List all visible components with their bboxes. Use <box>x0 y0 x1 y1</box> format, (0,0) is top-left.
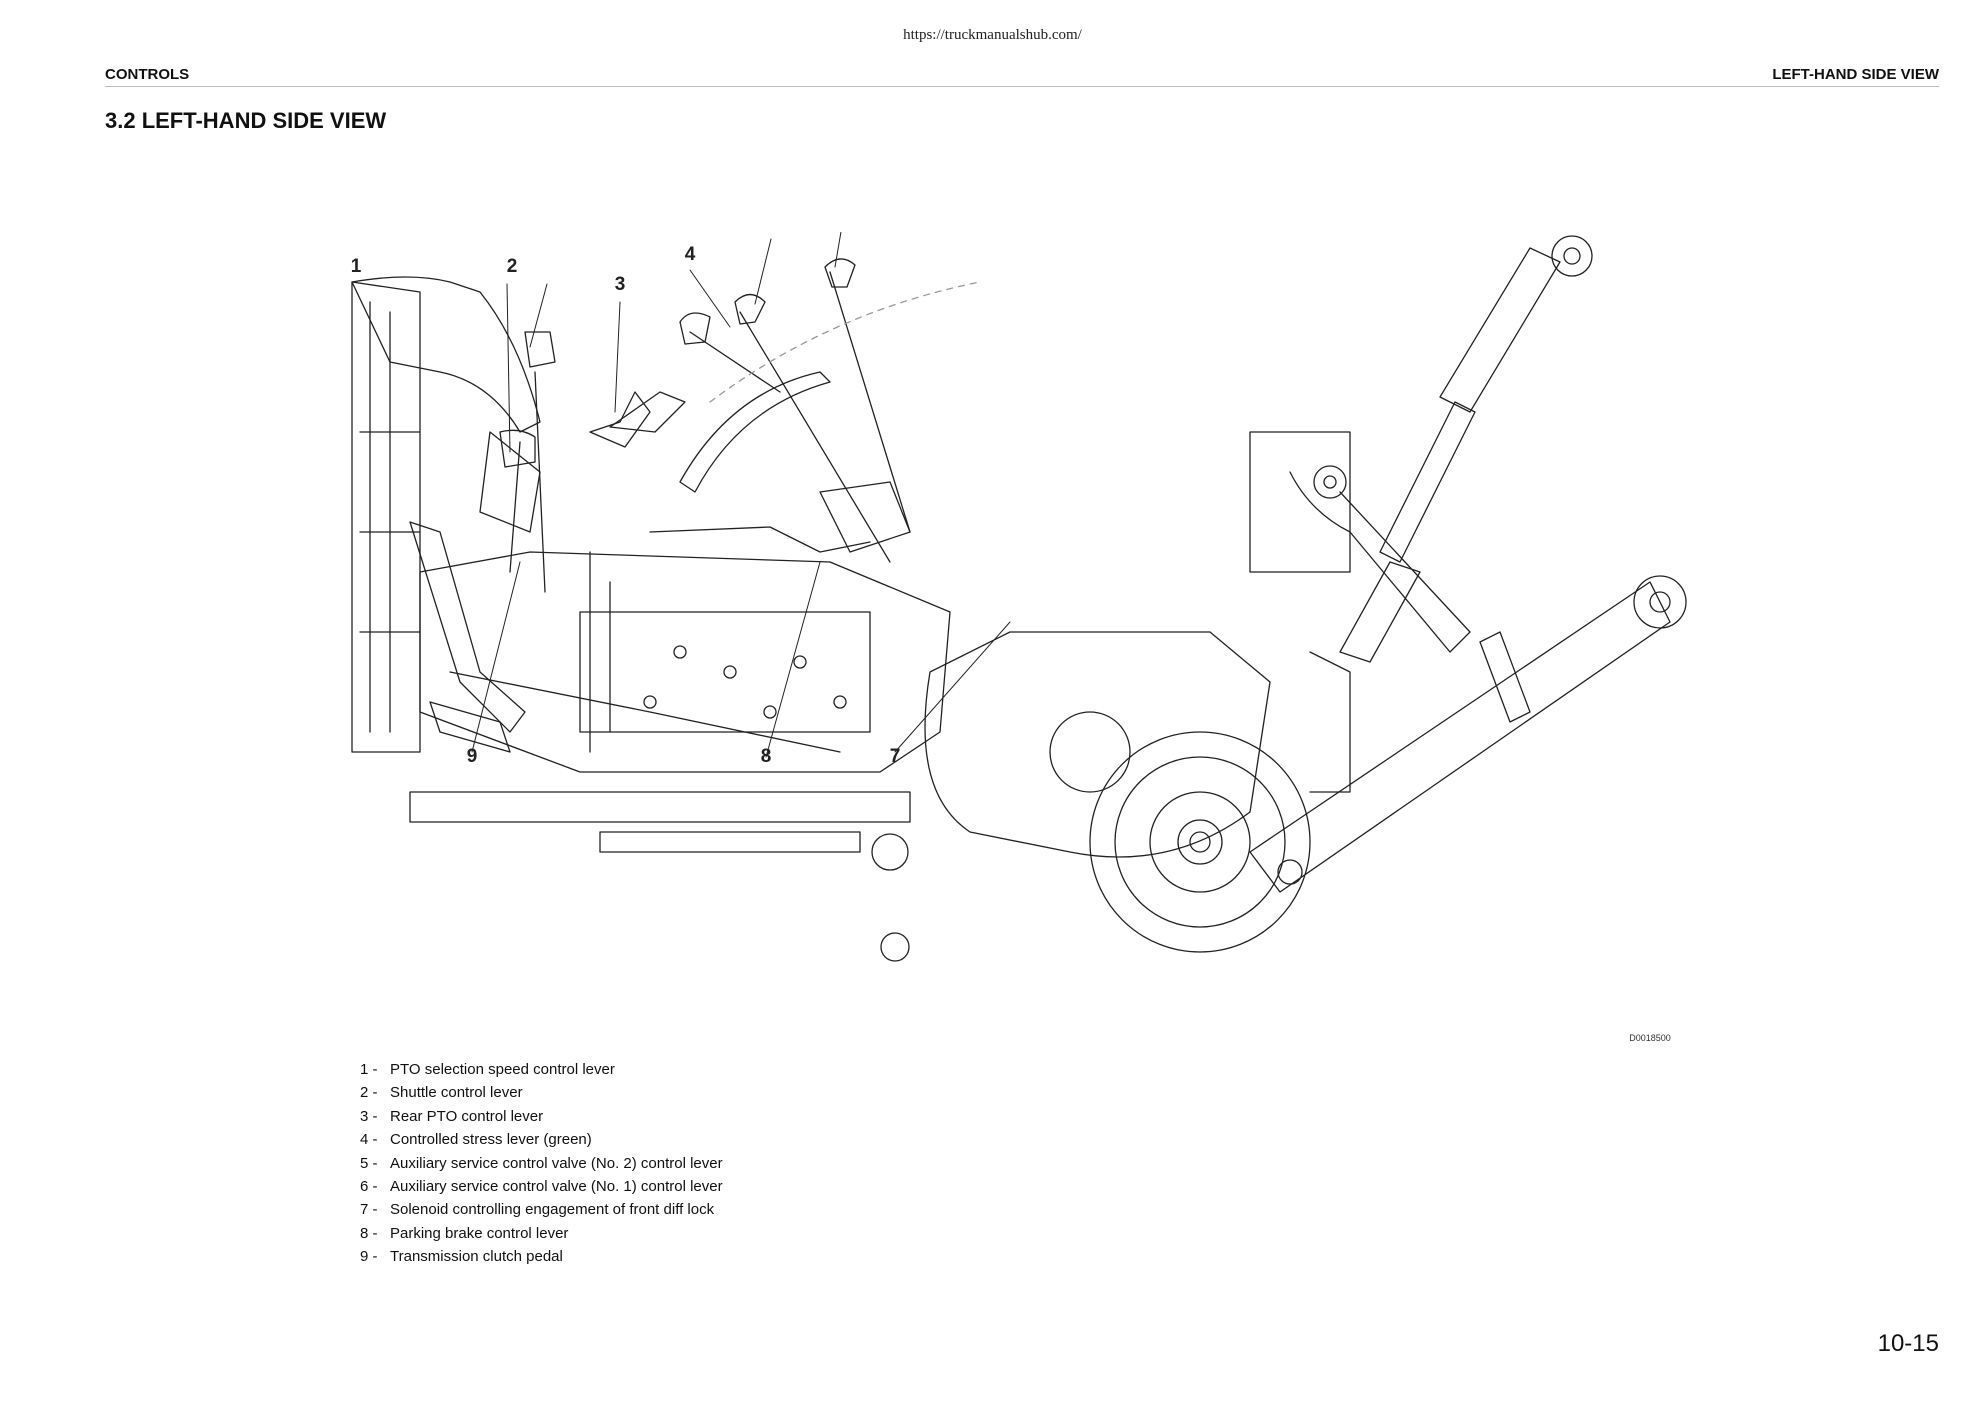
legend-text: Auxiliary service control valve (No. 1) … <box>390 1178 723 1196</box>
legend-text: Auxiliary service control valve (No. 2) … <box>390 1154 723 1172</box>
legend-item: 9 - Transmission clutch pedal <box>360 1245 723 1268</box>
callout-2: 2 <box>507 256 518 277</box>
tractor-controls-diagram: 1 2 3 4 5 6 7 8 9 <box>351 232 1687 962</box>
legend-item: 8 - Parking brake control lever <box>360 1222 723 1245</box>
legend-number: 1 - <box>360 1061 378 1078</box>
legend-item: 7 - Solenoid controlling engagement of fr… <box>360 1198 723 1221</box>
callout-8: 8 <box>761 746 772 767</box>
legend-item: 1 - PTO selection speed control lever <box>360 1058 723 1081</box>
legend-item: 6 - Auxiliary service control valve (No. … <box>360 1175 723 1198</box>
callout-4: 4 <box>685 244 696 265</box>
legend-item: 2 - Shuttle control lever <box>360 1081 723 1104</box>
legend-number: 3 - <box>360 1107 378 1125</box>
legend-number: 6 - <box>360 1178 378 1196</box>
callout-leaders <box>471 232 1011 758</box>
source-url: https://truckmanualshub.com/ <box>903 27 1082 43</box>
rear-axle-hub <box>871 631 1311 962</box>
legend-number: 4 - <box>360 1131 378 1149</box>
legend-number: 2 - <box>360 1084 378 1102</box>
header-page-topic: LEFT-HAND SIDE VIEW <box>1772 66 1939 83</box>
legend-item: 4 - Controlled stress lever (green) <box>360 1128 723 1151</box>
section-title: 3.2 LEFT-HAND SIDE VIEW <box>105 108 387 133</box>
callout-1: 1 <box>351 256 362 277</box>
legend-list: 1 - PTO selection speed control lever 2 -… <box>360 1058 723 1269</box>
legend-item: 3 - Rear PTO control lever <box>360 1105 723 1128</box>
legend-item: 5 - Auxiliary service control valve (No. … <box>360 1152 723 1175</box>
legend-number: 7 - <box>360 1201 378 1219</box>
figure-code: D0018500 <box>1629 1033 1671 1043</box>
three-point-linkage <box>1249 235 1687 893</box>
legend-number: 8 - <box>360 1224 378 1242</box>
legend-text: Parking brake control lever <box>390 1224 569 1242</box>
callout-5: 5 <box>766 232 777 237</box>
legend-text: PTO selection speed control lever <box>390 1061 615 1078</box>
callout-7: 7 <box>890 746 901 767</box>
legend-text: Solenoid controlling engagement of front… <box>390 1201 715 1219</box>
header-divider <box>105 86 1939 87</box>
legend-number: 9 - <box>360 1248 378 1266</box>
control-levers <box>409 258 981 753</box>
callout-9: 9 <box>467 746 478 767</box>
legend-text: Transmission clutch pedal <box>390 1248 563 1266</box>
header-section-name: CONTROLS <box>105 66 190 83</box>
legend-text: Controlled stress lever (green) <box>390 1131 592 1149</box>
cab-fender <box>351 276 541 753</box>
page-number: 10-15 <box>1877 1330 1939 1357</box>
callout-3: 3 <box>615 274 626 295</box>
legend-number: 5 - <box>360 1154 378 1172</box>
legend-text: Rear PTO control lever <box>390 1107 544 1125</box>
legend-text: Shuttle control lever <box>390 1084 523 1102</box>
transmission-housing <box>409 551 951 853</box>
